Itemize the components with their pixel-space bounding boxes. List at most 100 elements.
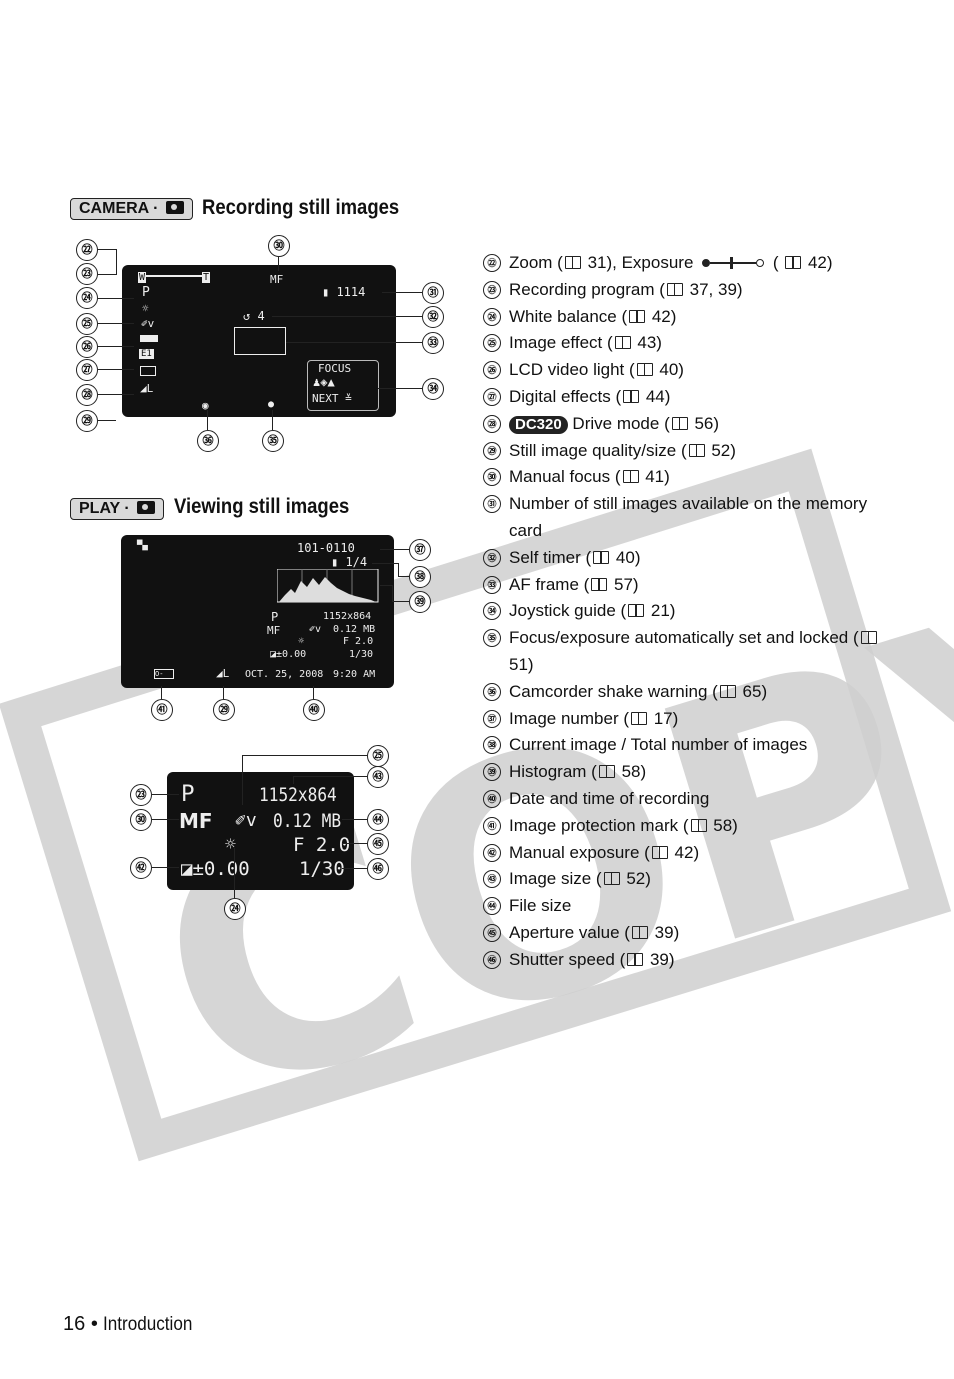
- callout-28: ㉘: [76, 384, 98, 406]
- legend-number: ㉓: [483, 280, 501, 299]
- image-count: ▮ 1/4: [331, 555, 368, 569]
- aperture: F 2.0: [293, 834, 351, 856]
- legend-number: ㉜: [483, 548, 501, 567]
- legend-item: ㉟ Focus/exposure automatically set and lo…: [483, 625, 883, 679]
- book-ref-icon: [622, 470, 639, 484]
- exposure: ◪±0.00: [270, 649, 307, 660]
- histogram: [277, 569, 379, 603]
- legend-item: ㉓ Recording program ( 37, 39): [483, 277, 883, 304]
- legend-number: ㉕: [483, 334, 501, 353]
- callout-29-b: ㉙: [213, 699, 235, 721]
- chapter-name: Introduction: [103, 1314, 193, 1335]
- shots-remaining-value: 1114: [336, 285, 366, 299]
- legend-text: Focus/exposure automatically set and loc…: [509, 625, 883, 679]
- protect-icon: O-: [154, 669, 174, 679]
- book-ref-icon: [627, 952, 644, 966]
- callout-25: ㉕: [76, 313, 98, 335]
- callout-36: ㊱: [197, 430, 219, 452]
- legend-number: ㉔: [483, 307, 501, 326]
- legend-text: Date and time of recording: [509, 788, 710, 808]
- book-ref-icon: [598, 765, 615, 779]
- quality-value: L: [222, 667, 230, 680]
- legend-number: ㉗: [483, 387, 501, 406]
- legend-text: Camcorder shake warning ( 65): [509, 681, 768, 701]
- callout-30-b: ㉚: [130, 809, 152, 831]
- legend-text: Recording program ( 37, 39): [509, 279, 743, 299]
- program-label: P: [271, 610, 279, 624]
- viewing-screen: ▀▄ 101-0110 ▮ 1/4 P 1152x864 MF ✐v 0.12 …: [121, 535, 394, 688]
- af-frame: [234, 327, 286, 355]
- legend-number: ㊶: [483, 816, 501, 835]
- book-ref-icon: [631, 711, 647, 725]
- legend-text: Current image / Total number of images: [509, 735, 808, 755]
- program-label: P: [181, 782, 195, 807]
- book-ref-icon: [666, 282, 683, 296]
- legend-text: Image size ( 52): [509, 869, 651, 889]
- recording-date: OCT. 25, 2008: [245, 669, 324, 680]
- legend-number: ㊺: [483, 923, 501, 942]
- book-ref-icon: [671, 416, 688, 430]
- exposure: ◪±0.00: [181, 858, 250, 880]
- legend-text: Digital effects ( 44): [509, 386, 671, 406]
- digital-effect-icon: E1: [139, 349, 154, 359]
- book-ref-icon: [628, 604, 645, 618]
- legend-text: Still image quality/size ( 52): [509, 440, 736, 460]
- camera-mode-badge: CAMERA ·: [70, 198, 193, 220]
- book-ref-icon: [614, 336, 631, 350]
- legend-text: Manual focus ( 41): [509, 467, 670, 487]
- legend-text: AF frame ( 57): [509, 574, 639, 594]
- exposure-bar-icon: [702, 257, 765, 269]
- image-count-value: 1/4: [345, 555, 368, 569]
- legend-item: ㊱ Camcorder shake warning ( 65): [483, 679, 883, 706]
- manual-focus-label: MF: [270, 273, 284, 286]
- book-ref-icon: [785, 256, 802, 269]
- shake-warning-icon: ◉: [202, 399, 209, 412]
- legend-number: ㊸: [483, 870, 501, 889]
- lcd-light-icon: [140, 335, 158, 342]
- book-ref-icon: [688, 443, 705, 457]
- legend-number: ㊷: [483, 843, 501, 862]
- viewing-section-title: Viewing still images: [174, 495, 350, 518]
- legend-text: Shutter speed ( 39): [509, 949, 675, 969]
- legend-number: ㉝: [483, 575, 501, 594]
- recording-section-title: Recording still images: [202, 196, 400, 219]
- quality-size: ◢L: [216, 667, 230, 680]
- legend-number: ㉟: [483, 629, 501, 648]
- drive-mode-icon: [140, 366, 156, 376]
- legend-item: ㉗ Digital effects ( 44): [483, 384, 883, 411]
- legend-number: ㉙: [483, 441, 501, 460]
- page-number: 16: [63, 1313, 86, 1335]
- aperture: F 2.0: [343, 636, 374, 647]
- book-ref-icon: [591, 577, 608, 591]
- file-size: 0.12 MB: [333, 624, 376, 635]
- legend-number: ㊹: [483, 897, 501, 916]
- legend-number: ㉞: [483, 602, 501, 621]
- callout-30: ㉚: [268, 235, 290, 257]
- callout-31: ㉛: [422, 282, 444, 304]
- legend-number: ㉛: [483, 495, 501, 514]
- shutter: 1/30: [349, 649, 374, 660]
- legend-number: ㊲: [483, 709, 501, 728]
- image-number: 101-0110: [297, 541, 355, 555]
- model-badge: DC320: [509, 415, 568, 434]
- bullet: •: [90, 1313, 104, 1335]
- callout-45: ㊺: [367, 833, 389, 855]
- book-ref-icon: [593, 550, 610, 564]
- camera-icon: [165, 201, 184, 214]
- legend-item: ㉙ Still image quality/size ( 52): [483, 438, 883, 465]
- legend-text: Zoom ( 31), Exposure ( 42): [509, 253, 833, 272]
- legend-number: ㊱: [483, 682, 501, 701]
- legend-number: ㉘: [483, 414, 501, 433]
- book-ref-icon: [603, 872, 620, 886]
